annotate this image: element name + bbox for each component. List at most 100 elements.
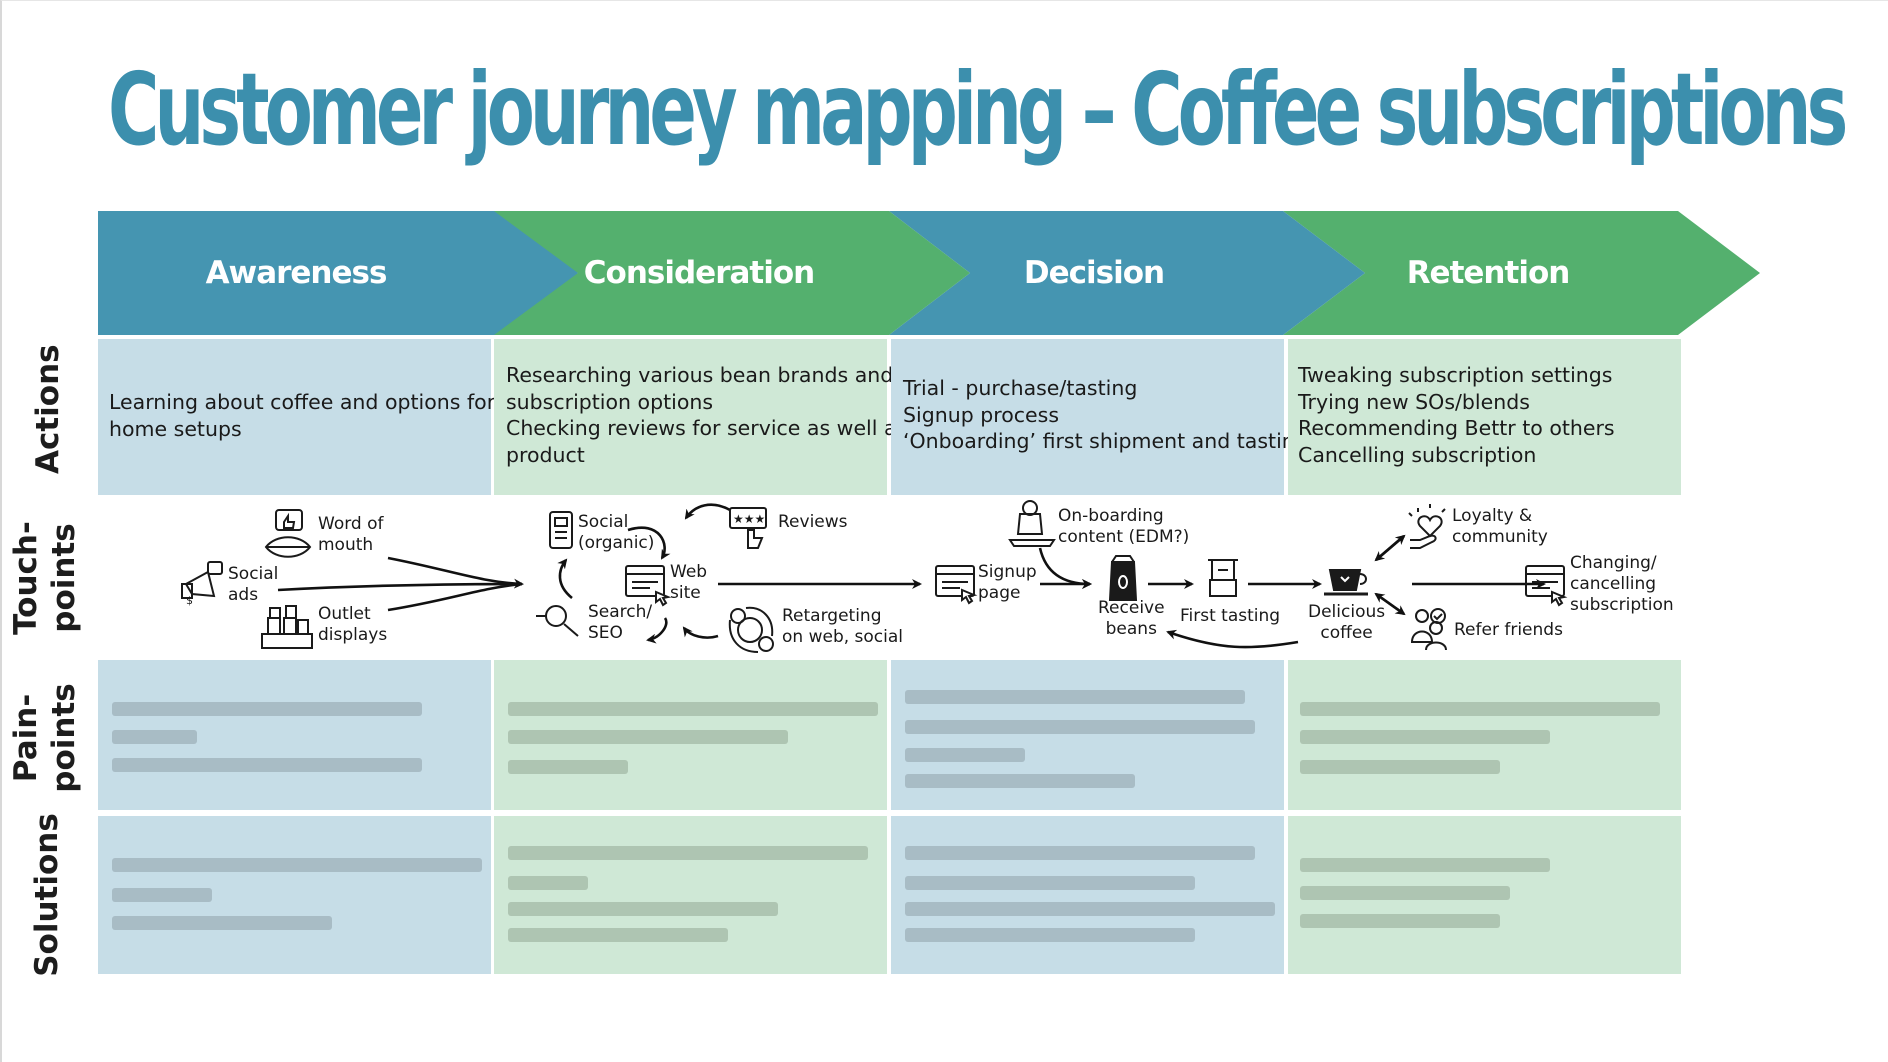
tp-reviews: Reviews (778, 512, 848, 532)
solutions-decision-cell (891, 816, 1284, 974)
tp-label-line: site (670, 583, 701, 603)
flow-arrow (684, 503, 731, 520)
redacted-text (1300, 702, 1660, 716)
svg-text:$: $ (186, 594, 193, 607)
flow-arrow (1374, 535, 1405, 562)
tp-label-line: mouth (318, 535, 374, 555)
redacted-text (1300, 730, 1550, 744)
painpoints-retention-cell (1288, 660, 1681, 810)
redacted-text (112, 888, 212, 902)
people-check-icon (1410, 608, 1447, 651)
tp-refer-friends: Refer friends (1454, 620, 1563, 640)
svg-text:★★★: ★★★ (733, 512, 765, 526)
redacted-text (905, 720, 1255, 734)
tp-label-line: ads (228, 585, 259, 605)
tp-web-site: Web site (670, 562, 707, 604)
action-text: Cancelling subscription (1298, 442, 1537, 467)
tp-social-ads: Social ads (228, 564, 278, 606)
flow-arrow (1038, 547, 1092, 589)
tp-label-line: Receive (1098, 598, 1165, 618)
stage-awareness-label: Awareness (205, 255, 388, 291)
actions-awareness-cell: Learning about coffee and options for ho… (98, 339, 495, 495)
redacted-text (508, 876, 588, 890)
tp-label-line: Web (670, 562, 708, 582)
flow-arrow (1166, 629, 1299, 649)
action-text: subscription options (506, 389, 714, 414)
tp-label-line: community (1452, 527, 1548, 547)
espresso-machine-icon (1208, 559, 1238, 597)
flow-arrow (277, 582, 523, 592)
tp-label-line: Signup (978, 562, 1037, 582)
action-text: Researching various bean brands and (506, 363, 894, 387)
tp-label-line: page (978, 583, 1021, 603)
tp-label-line: (organic) (578, 533, 655, 553)
flow-arrow (1374, 592, 1405, 616)
tp-label-line: Social (228, 564, 279, 584)
actions-retention-cell: Tweaking subscription settings Trying ne… (1288, 339, 1681, 495)
redacted-text (112, 858, 482, 872)
painpoints-decision-cell (891, 660, 1284, 810)
stage-retention-label: Retention (1406, 255, 1571, 291)
tp-label-line: cancelling (1570, 574, 1657, 594)
tp-label-line: Loyalty & (1452, 506, 1533, 526)
action-text: Trying new SOs/blends (1298, 389, 1530, 414)
tp-changing-cancelling: Changing/ cancelling subscription (1570, 553, 1674, 616)
tp-label-line: Changing/ (1570, 553, 1657, 573)
actions-consideration-cell: Researching various bean brands and subs… (494, 339, 907, 495)
redacted-text (905, 748, 1025, 762)
flow-arrow (557, 558, 573, 600)
redacted-text (905, 876, 1195, 890)
redacted-text (905, 846, 1255, 860)
redacted-text (1300, 760, 1500, 774)
redacted-text (1300, 886, 1510, 900)
tp-onboarding-content: On-boarding content (EDM?) (1058, 506, 1189, 548)
actions-decision-cell: Trial - purchase/tasting Signup process … (891, 339, 1308, 495)
flow-arrow (682, 626, 719, 639)
redacted-text (1300, 914, 1500, 928)
signup-browser-icon (935, 565, 978, 605)
coffee-cup-icon (1324, 569, 1368, 596)
action-text: Tweaking subscription settings (1298, 363, 1613, 387)
painpoints-awareness-cell (98, 660, 491, 810)
tp-label-line: content (EDM?) (1058, 527, 1190, 547)
tp-label-line: beans (1105, 619, 1157, 639)
action-text: Checking reviews for service as well as (506, 416, 908, 440)
redacted-text (112, 916, 332, 930)
tp-receive-beans: Receive beans (1098, 598, 1165, 640)
redacted-text (112, 702, 422, 716)
action-text: Trial - purchase/tasting (903, 376, 1138, 400)
redacted-text (508, 902, 778, 916)
solutions-consideration-cell (494, 816, 887, 974)
solutions-retention-cell (1288, 816, 1681, 974)
tp-label-line: on web, social (782, 627, 904, 647)
review-stars-icon: ★★★ (729, 507, 767, 549)
flow-arrow (387, 582, 523, 612)
tp-label-line: coffee (1320, 623, 1373, 643)
tp-outlet-displays: Outlet displays (318, 604, 387, 646)
dollar-cycle-icon (728, 606, 774, 653)
coffee-bag-icon (1108, 555, 1138, 601)
painpoints-consideration-cell (494, 660, 887, 810)
tp-word-of-mouth: Word of mouth (318, 514, 384, 556)
phone-social-icon (549, 511, 573, 549)
megaphone-icon: $ (181, 561, 223, 607)
browser-window-icon (625, 565, 672, 607)
tp-retargeting: Retargeting on web, social (782, 606, 903, 648)
tp-loyalty-community: Loyalty & community (1452, 506, 1548, 548)
stage-consideration-chevron (494, 211, 970, 335)
stage-decision-chevron (889, 211, 1365, 335)
redacted-text (905, 902, 1275, 916)
flow-arrow (387, 556, 524, 589)
tp-label-line: Delicious (1308, 602, 1386, 622)
tp-label-line: Word of (318, 514, 384, 534)
redacted-text (508, 730, 788, 744)
tp-search-seo: Search/ SEO (588, 602, 652, 644)
flow-arrow (646, 617, 668, 644)
redacted-text (905, 774, 1135, 788)
lips-thumbs-up-icon (264, 509, 312, 558)
tp-signup-page: Signup page (978, 562, 1037, 604)
tp-social-organic: Social (organic) (578, 512, 654, 554)
action-text: product (506, 442, 585, 467)
